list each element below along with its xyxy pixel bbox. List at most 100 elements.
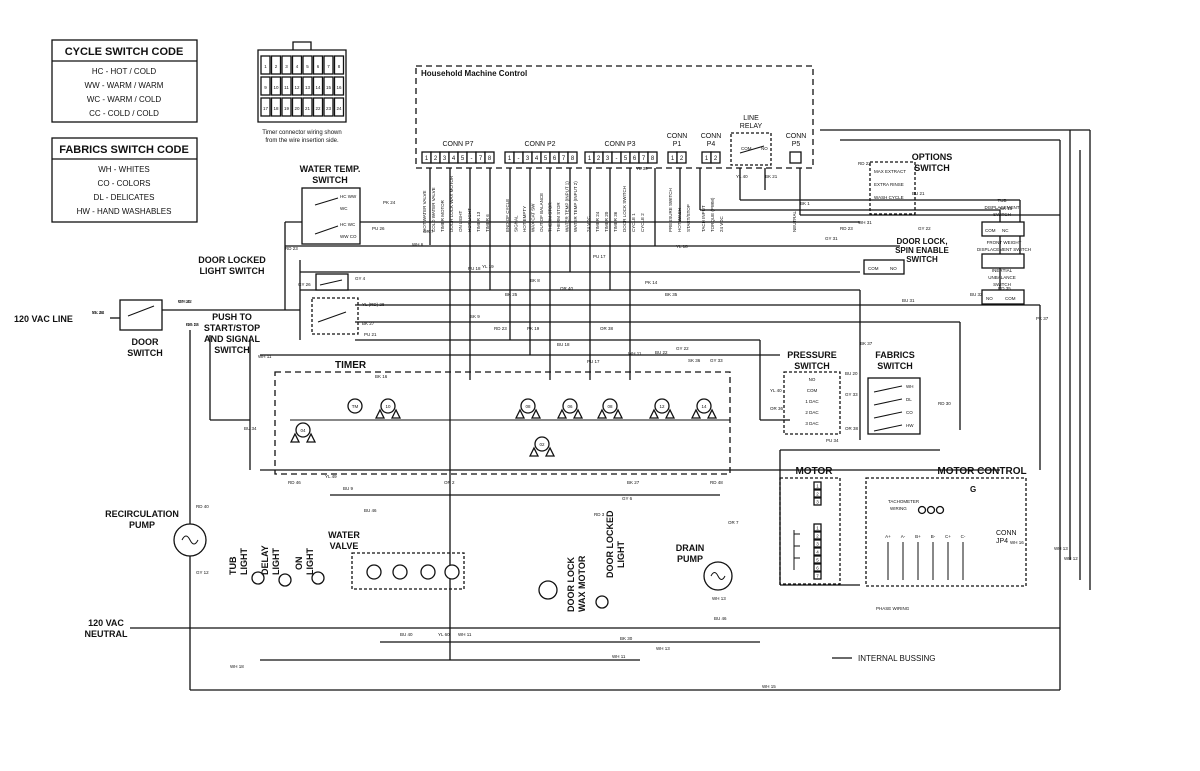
motor-phase-pin: 5 <box>816 558 819 563</box>
wire-code: BU 21 <box>912 191 925 196</box>
drain-pump-label: DRAIN <box>676 543 705 553</box>
line-relay-com: COM <box>741 146 752 151</box>
connector-pin: 6 <box>633 156 637 162</box>
connector-pin: 8 <box>338 64 341 69</box>
wiring-lines <box>110 129 1091 691</box>
motor-pin-box <box>813 497 822 506</box>
delay-light-label: DELAY <box>260 545 270 575</box>
timer-cam <box>602 398 618 414</box>
wire-code: RD 40 <box>196 504 209 509</box>
conn-p5-label: P5 <box>792 141 801 148</box>
connector-pin: 24 <box>336 106 342 111</box>
drain-pump: DRAIN PUMP <box>676 543 733 591</box>
water-temp-switch-label: SWITCH <box>312 175 348 185</box>
wire-code: BK 8 <box>530 278 540 283</box>
water-valve: WATER VALVE <box>328 530 465 590</box>
on-light: ON LIGHT <box>294 548 325 585</box>
timer-cam <box>520 398 536 414</box>
hmc-wire-label: TORQUE (PWM) <box>710 197 715 232</box>
connector-pin: 23 <box>326 106 332 111</box>
push-to-start-switch: PUSH TO START/STOP AND SIGNAL SWITCH <box>204 297 359 355</box>
fabrics-contact <box>873 385 903 393</box>
water-valve-label: WATER <box>328 530 360 540</box>
push-switch-label: AND SIGNAL <box>204 334 261 344</box>
wire-code: YL 49 <box>325 474 337 479</box>
timer-contact <box>374 408 386 419</box>
cycle-switch-code-legend: CYCLE SWITCH CODE HC - HOT / COLD WW - W… <box>51 39 198 123</box>
motor-control-terminal: C+ <box>945 534 951 539</box>
connector-pin: 15 <box>326 85 332 90</box>
wire-code: GY 31 <box>825 236 838 241</box>
door-locked-light-label: LIGHT <box>616 541 626 568</box>
wire-code: GY 26 <box>298 282 311 287</box>
timer-contact <box>648 408 660 419</box>
motor-control: MOTOR CONTROL TACHOMETER WIRING G A+A-B+… <box>865 466 1027 611</box>
timer-cam <box>562 398 578 414</box>
wire-code: RD 23 <box>285 246 298 251</box>
door-locked-light-switch-label: DOOR LOCKED <box>198 255 266 265</box>
connector-pin: 5 <box>306 64 309 69</box>
wire-code: YL 18 <box>676 244 688 249</box>
wire-code: WH 12 <box>1064 556 1078 561</box>
g-label: G <box>970 485 976 494</box>
wire-code: WH 13 <box>1054 546 1068 551</box>
front-weight-label: DISPLACEMENT SWITCH <box>977 247 1031 252</box>
tub-light-label: TUB <box>228 556 238 575</box>
tub-displacement-switch: TUB DISPLACEMENT SWITCH COM NC <box>981 198 1025 237</box>
connector-cell <box>333 97 345 117</box>
motor-pin-box <box>813 489 822 498</box>
wire-code: WH 13 <box>656 646 670 651</box>
wire-code: PK 14 <box>645 280 658 285</box>
fabrics-switch-item: WH <box>906 384 914 389</box>
connector-pin: 4 <box>452 156 456 162</box>
connector-pin: 5 <box>624 156 628 162</box>
connector-pin: 22 <box>315 106 321 111</box>
connector-pin-box <box>484 151 495 164</box>
conn-p5-label: CONN <box>786 133 807 140</box>
tub-light-label: LIGHT <box>239 548 249 575</box>
delay-light: DELAY LIGHT <box>260 545 292 587</box>
connector-pin-box <box>710 151 721 164</box>
wire-code: YL 26 <box>92 310 104 315</box>
inertial-label: SWITCH <box>993 282 1011 287</box>
connector-pin: 2 <box>680 156 684 162</box>
wire-code: BU 18 <box>557 342 570 347</box>
connector-pin: 1 <box>508 156 512 162</box>
wire-code: YL 40 <box>736 174 748 179</box>
conn-p4-label: P4 <box>707 141 716 148</box>
wire-code: GY 22 <box>918 226 931 231</box>
com-terminal: COM <box>1005 296 1016 301</box>
connector-pin: 4 <box>296 64 299 69</box>
connector-pin: - <box>518 156 520 162</box>
timer-cam <box>654 398 670 414</box>
connector-cell <box>333 76 345 96</box>
fabrics-switch-item: HW <box>906 423 914 428</box>
wire-code: BU 31 <box>902 298 915 303</box>
motor-winding <box>793 530 800 570</box>
wire-code: PK 37 <box>1036 316 1049 321</box>
tachometer-pin <box>917 505 927 515</box>
wire-code: WH 11 <box>628 351 642 356</box>
conn-p2-label: CONN P2 <box>524 141 555 148</box>
connector-pin: 1 <box>264 64 267 69</box>
tachometer-label: TACHOMETER <box>888 499 920 504</box>
connector-pin-box <box>567 151 578 164</box>
timer-cam <box>347 398 363 414</box>
wire-code: OR 38 <box>845 426 859 431</box>
hmc-wire-label: DOOR LOCK WAX MOTOR <box>449 175 454 232</box>
cycle-code-item: HC - HOT / COLD <box>92 67 157 76</box>
front-weight-switch: FRONT WEIGHT DISPLACEMENT SWITCH <box>977 240 1031 269</box>
connector-pin: 17 <box>263 106 269 111</box>
line-relay-no: NO <box>761 146 768 151</box>
wire-code: GY 33 <box>845 392 858 397</box>
connector-cell <box>302 97 313 117</box>
wire-code: BK 15 <box>1000 206 1013 211</box>
tachometer-pin <box>935 505 945 515</box>
timer-contact <box>706 408 718 419</box>
neutral-label: NEUTRAL <box>85 629 128 639</box>
timer-contact <box>612 408 624 419</box>
